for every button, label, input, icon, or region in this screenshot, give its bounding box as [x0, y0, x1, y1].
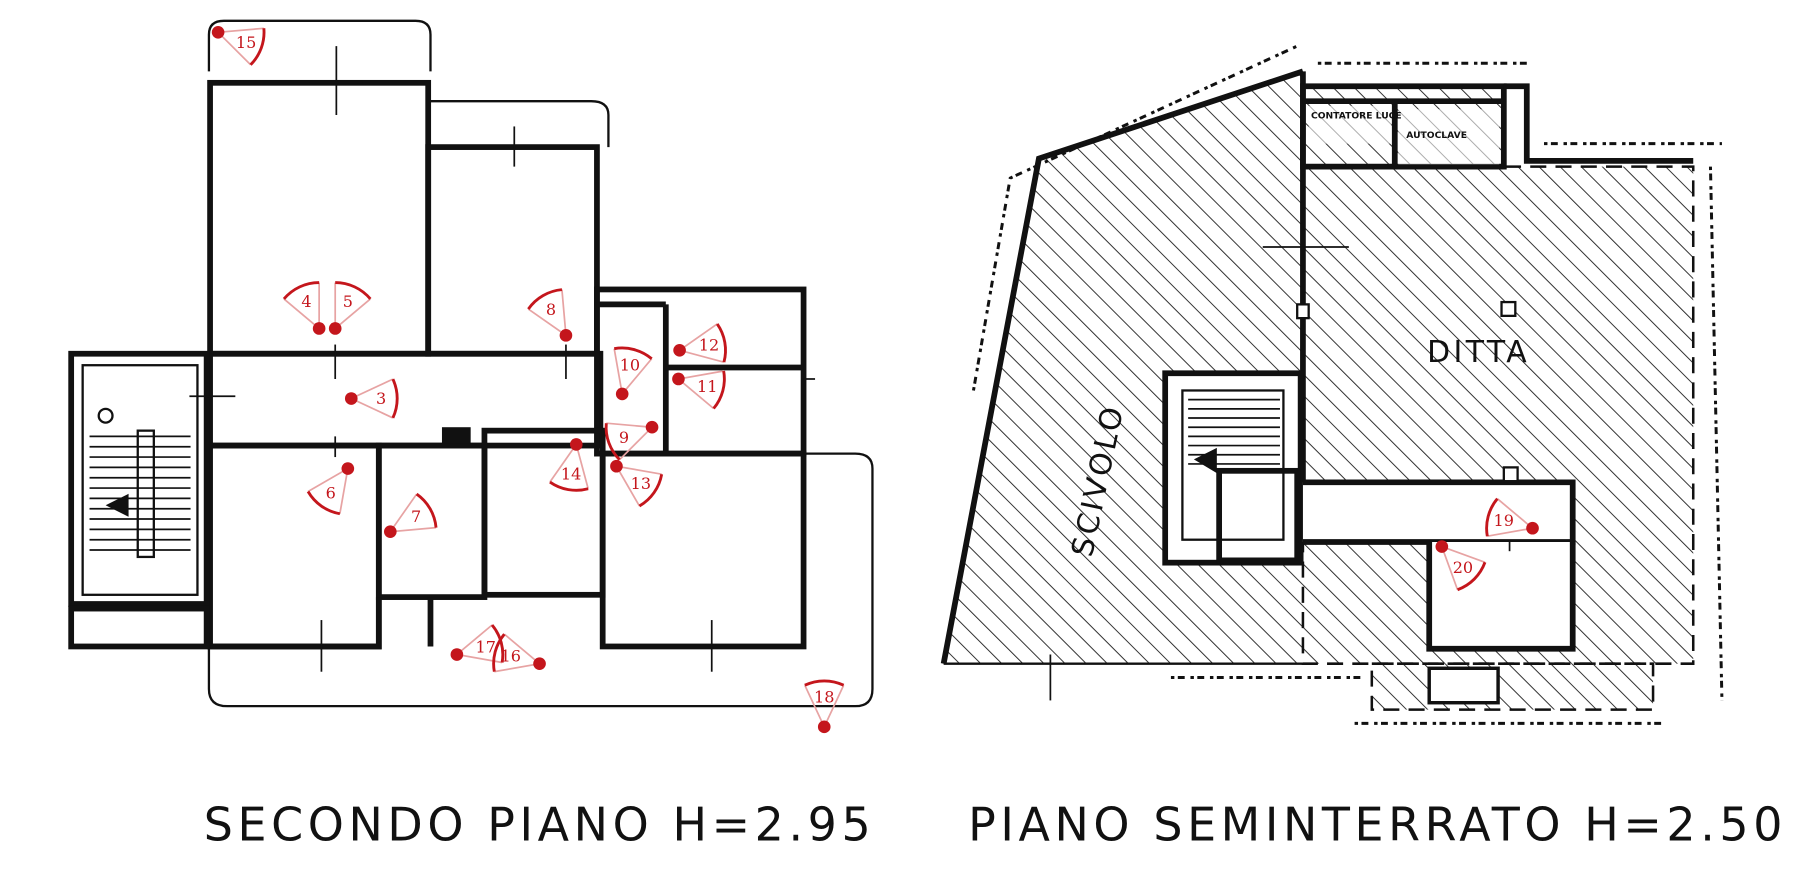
view-angle-arc	[527, 288, 563, 310]
photo-markers: 15 4 5 8 3 10 12 11 9 14 13 6 7 17 16 18 19 20	[211, 25, 1539, 734]
view-angle-arc	[549, 480, 589, 492]
marker-number: 13	[631, 474, 651, 493]
marker-number: 10	[620, 356, 640, 375]
marker-number: 8	[546, 300, 556, 319]
marker-number: 15	[236, 33, 256, 52]
photo-marker[interactable]: 12	[673, 323, 727, 364]
room-7	[375, 442, 488, 600]
view-angle-arc	[415, 492, 438, 528]
view-angle-arc	[638, 473, 664, 508]
view-angle-arc	[613, 346, 653, 360]
camera-position-dot	[559, 329, 573, 342]
marker-number: 9	[619, 428, 629, 447]
camera-position-dot	[533, 657, 546, 670]
room-basement-small	[1429, 542, 1573, 649]
photo-marker[interactable]: 10	[613, 346, 653, 401]
marker-number: 4	[301, 292, 311, 311]
photo-marker[interactable]: 18	[804, 679, 845, 734]
room-bottom-right	[599, 450, 807, 650]
marker-number: 14	[561, 464, 581, 483]
marker-number: 6	[326, 483, 336, 502]
view-angle-arc	[492, 633, 506, 672]
photo-marker[interactable]: 5	[328, 281, 372, 335]
marker-number: 7	[411, 507, 421, 526]
lower-balcony	[207, 452, 874, 708]
photo-marker[interactable]: 7	[383, 492, 438, 538]
photo-marker[interactable]: 4	[282, 281, 326, 335]
view-angle-arc	[249, 28, 266, 66]
marker-number: 18	[814, 687, 834, 706]
photo-marker[interactable]: 16	[492, 633, 546, 673]
view-angle-arc	[712, 370, 726, 410]
camera-position-dot	[673, 343, 686, 357]
marker-number: 20	[1453, 558, 1473, 577]
upper-balcony	[430, 100, 610, 148]
marker-number: 12	[699, 336, 719, 355]
camera-position-dot	[610, 459, 623, 473]
photo-marker[interactable]: 19	[1485, 497, 1539, 538]
camera-position-dot	[341, 462, 355, 475]
photo-marker[interactable]: 9	[604, 420, 659, 461]
room-top-middle	[425, 144, 600, 357]
top-balcony	[207, 19, 432, 72]
camera-position-dot	[450, 648, 464, 661]
view-angle-arc	[1485, 497, 1499, 537]
camera-position-dot	[645, 420, 659, 434]
photo-marker[interactable]: 11	[672, 370, 726, 410]
view-angle-arc	[716, 323, 727, 363]
view-angle-arc	[804, 679, 845, 687]
marker-number: 16	[500, 646, 520, 665]
photo-marker[interactable]: 8	[527, 288, 573, 342]
camera-position-dot	[211, 25, 225, 39]
camera-position-dot	[383, 525, 397, 538]
photo-marker[interactable]: 17	[450, 624, 505, 664]
contatore-luce-label: CONTATORE LUCE	[1311, 110, 1402, 121]
marker-number: 17	[475, 637, 495, 656]
room-bottom-left	[207, 442, 382, 650]
marker-number: 3	[376, 389, 386, 408]
view-angle-arc	[490, 624, 505, 663]
view-angle-arc	[604, 423, 621, 461]
view-angle-arc	[391, 378, 399, 419]
camera-position-dot	[312, 322, 326, 335]
camera-position-dot	[615, 387, 629, 401]
ditta-label: DITTA	[1427, 335, 1530, 370]
camera-position-dot	[1526, 521, 1539, 535]
photo-marker[interactable]: 15	[211, 25, 266, 66]
view-angle-arc	[282, 281, 320, 300]
camera-position-dot	[328, 322, 342, 335]
basement-title: PIANO SEMINTERRATO H=2.50	[968, 797, 1787, 851]
photo-marker[interactable]: 6	[306, 462, 355, 516]
camera-position-dot	[569, 438, 583, 451]
camera-position-dot	[817, 720, 831, 734]
stairwell	[68, 350, 210, 607]
camera-position-dot	[672, 372, 685, 386]
camera-position-dot	[1435, 540, 1449, 553]
view-angle-arc	[1457, 561, 1487, 592]
second-floor-plan: SECONDO PIANO H=2.95	[68, 19, 875, 851]
photo-marker[interactable]: 13	[610, 459, 664, 508]
view-angle-arc	[335, 281, 372, 300]
second-floor-title: SECONDO PIANO H=2.95	[204, 797, 875, 851]
autoclave-label: AUTOCLAVE	[1406, 130, 1467, 141]
marker-number: 19	[1493, 511, 1513, 530]
marker-number: 11	[697, 377, 717, 396]
basement-plan: CONTATORE LUCE AUTOCLAVE SCIVOLO DITTA P…	[940, 44, 1787, 851]
photo-marker[interactable]: 20	[1435, 540, 1487, 592]
camera-position-dot	[344, 392, 358, 405]
room-14	[481, 427, 606, 598]
photo-marker[interactable]: 3	[344, 378, 399, 419]
view-angle-arc	[306, 490, 341, 516]
photo-marker[interactable]: 14	[549, 438, 589, 492]
marker-number: 5	[343, 292, 353, 311]
